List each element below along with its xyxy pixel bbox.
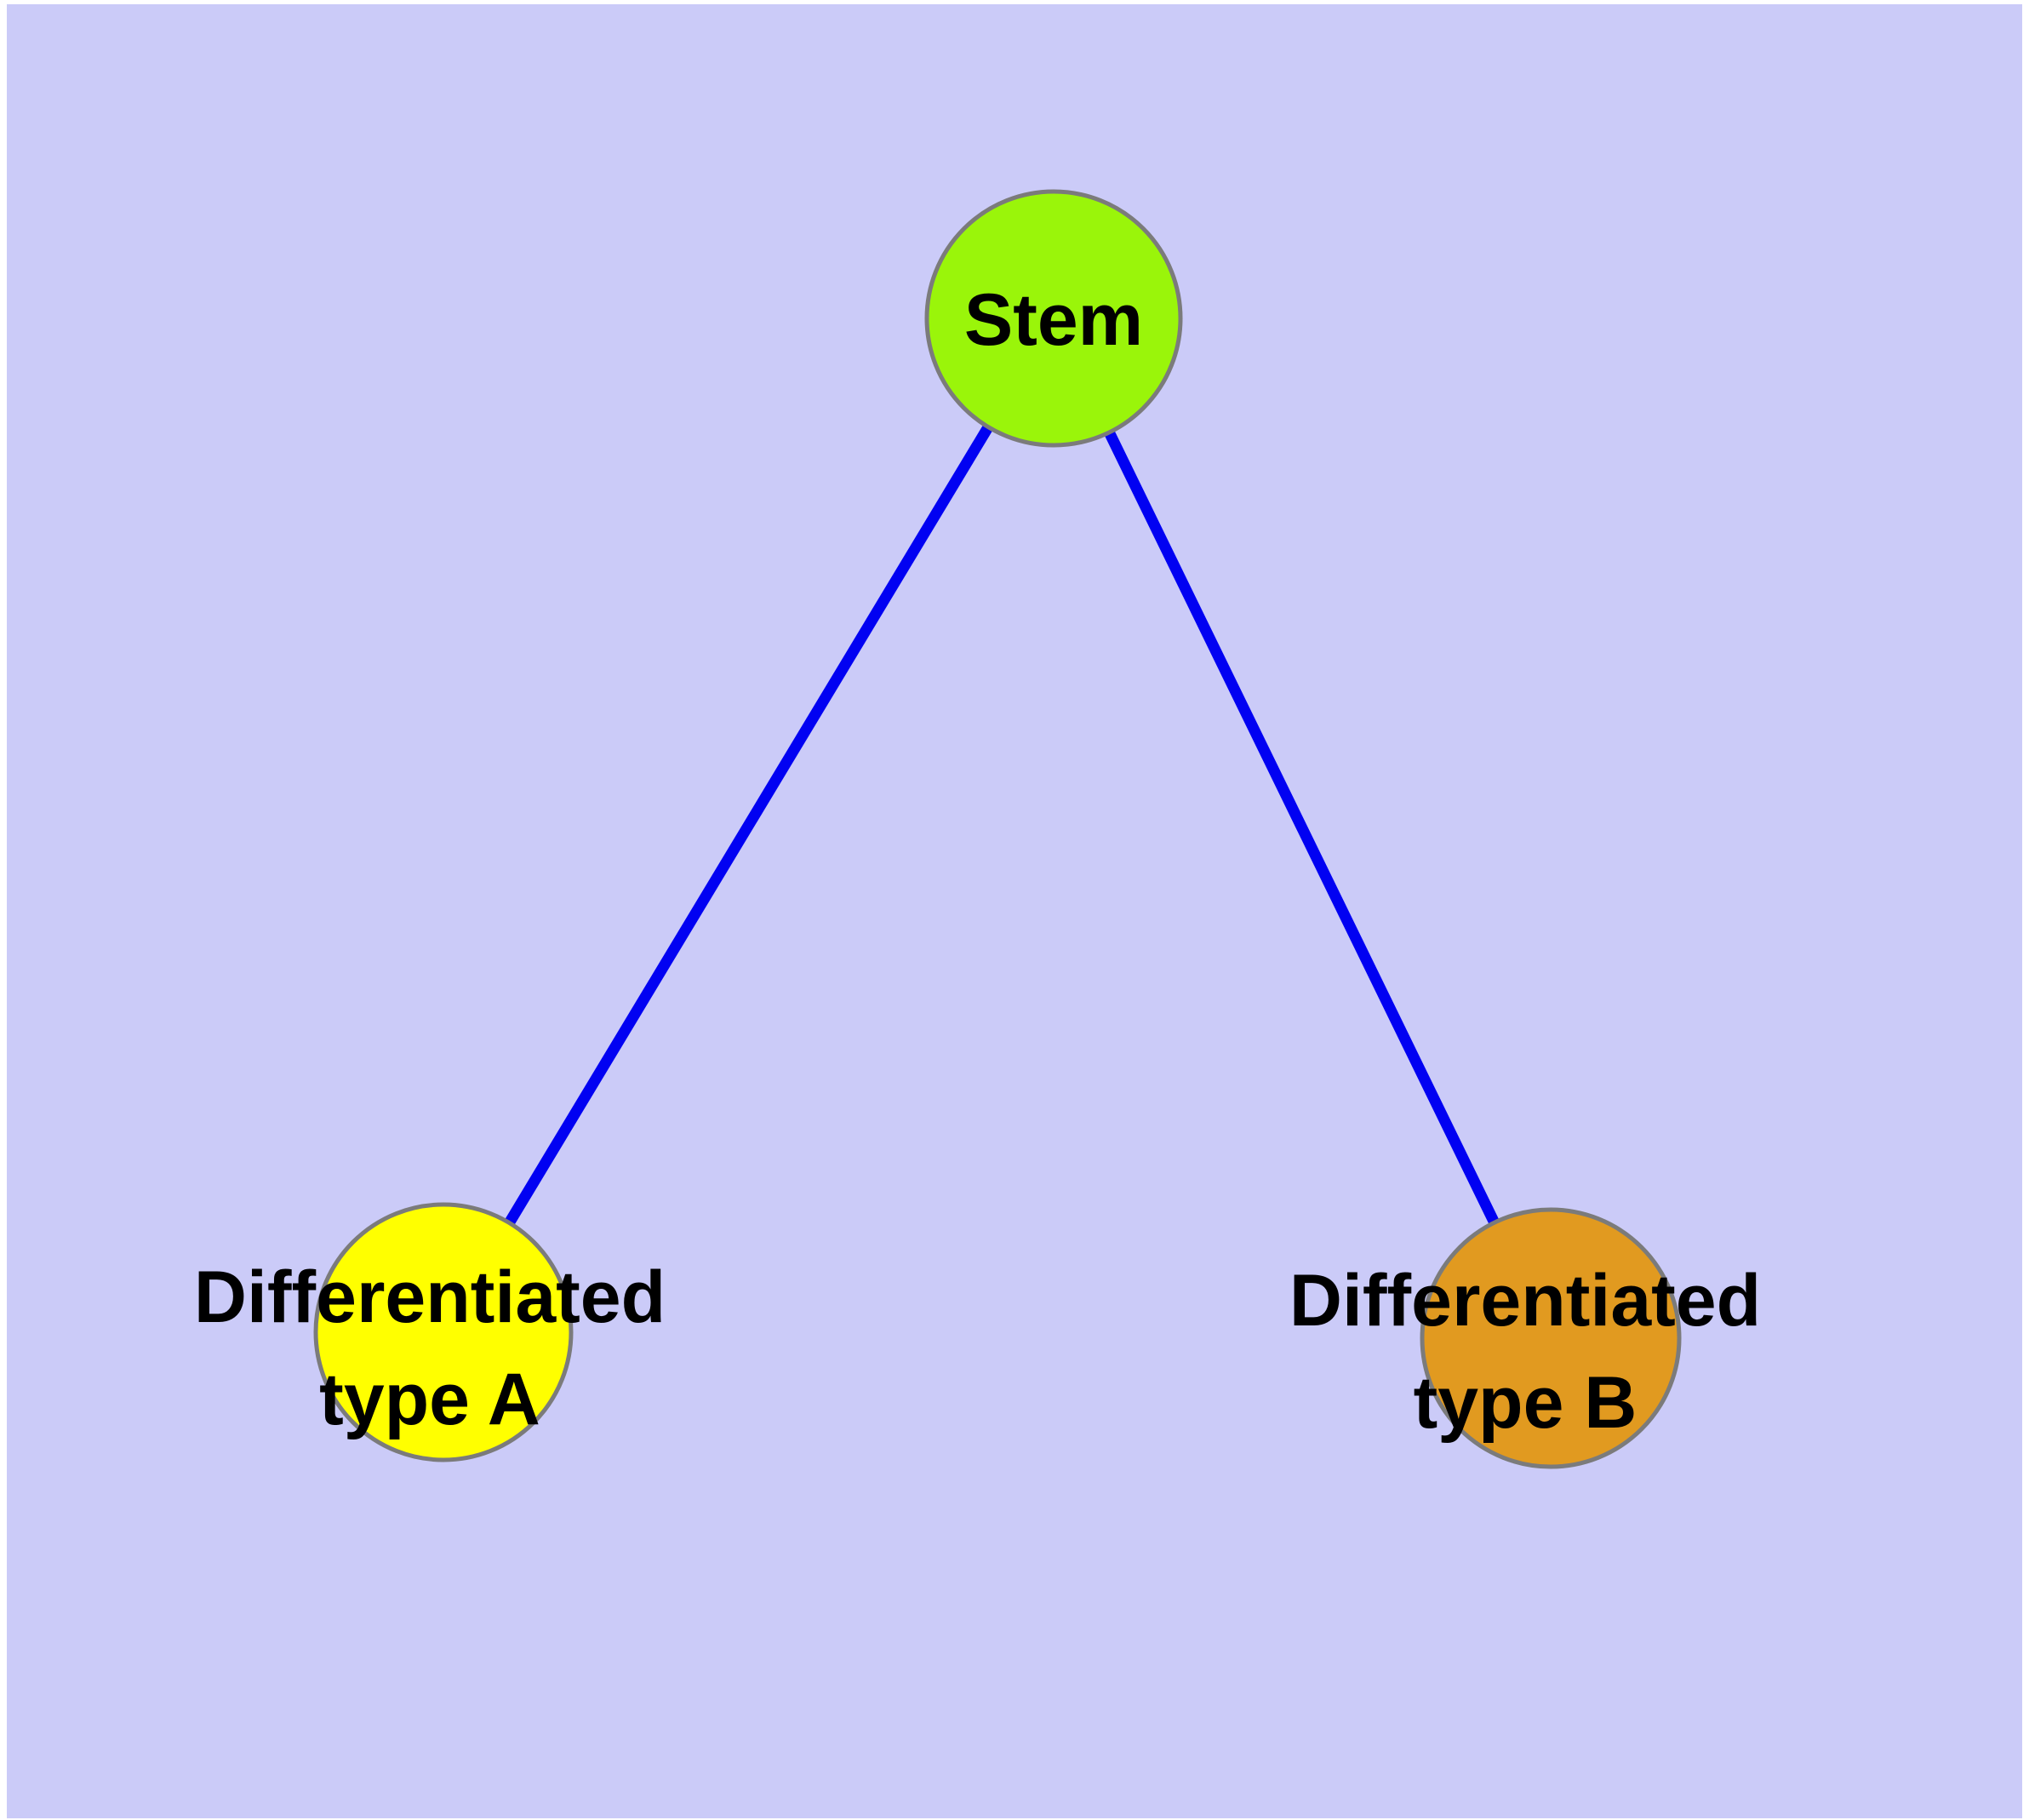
- node-type-a-circle: [313, 1202, 574, 1462]
- plot-background: Stem Differentiated type A Differentiate…: [7, 4, 2022, 1818]
- node-type-b-circle: [1420, 1207, 1682, 1469]
- graph-canvas: [313, 189, 1682, 1469]
- edge-stem-to-type-a: [438, 315, 1059, 1336]
- node-stem-circle: [924, 189, 1183, 448]
- edge-stem-to-type-b: [1049, 316, 1556, 1341]
